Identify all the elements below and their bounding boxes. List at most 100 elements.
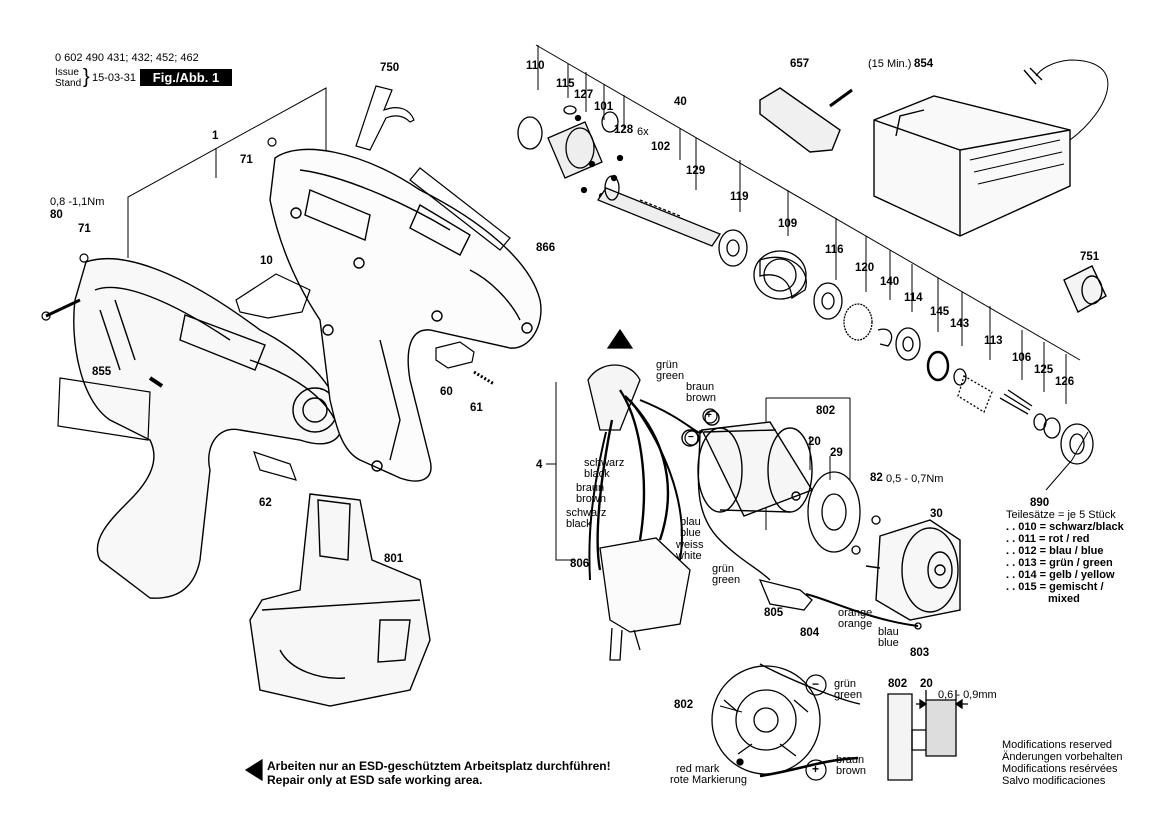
callout-806: 806 xyxy=(570,558,590,570)
battery-801 xyxy=(249,493,431,707)
planetary-30 xyxy=(865,519,961,621)
legend-row-6: . . 015 = gemischt / xyxy=(1006,581,1104,593)
callout-129: 129 xyxy=(686,165,706,177)
callout-805: 805 xyxy=(764,607,784,619)
callout-751: 751 xyxy=(1080,251,1100,263)
motor-end-detail xyxy=(711,663,861,778)
callout-802b: 802 xyxy=(674,699,694,711)
wire-braun-2: braun xyxy=(576,482,605,494)
wire-gruen-3: grün xyxy=(834,678,857,690)
wire-orange-2: orange xyxy=(838,618,873,630)
issue-label: Issue xyxy=(55,67,79,78)
housing-right xyxy=(269,148,542,482)
motor-plate-29 xyxy=(807,471,881,555)
wire-gruen-2: grün xyxy=(712,563,735,575)
torque-80: 0,8 -1,1Nm xyxy=(50,196,105,208)
wire-gruen-1: grün xyxy=(656,359,679,371)
callout-143: 143 xyxy=(950,318,970,330)
callout-106: 106 xyxy=(1012,352,1032,364)
legend-row-4: . . 013 = grün / green xyxy=(1006,557,1113,569)
wire-braun-1: braun xyxy=(686,381,715,393)
label-866 xyxy=(409,167,511,251)
wire-brown-1: brown xyxy=(686,392,716,404)
callout-30: 30 xyxy=(930,508,943,520)
esd-warning-en: Repair only at ESD safe working area. xyxy=(267,773,483,787)
legend-row-1: . . 010 = schwarz/black xyxy=(1006,521,1124,533)
callout-750: 750 xyxy=(380,62,400,74)
callout-71b: 71 xyxy=(78,223,91,235)
modifications-2: Änderungen vorbehalten xyxy=(1002,751,1123,763)
callout-128: 128 xyxy=(614,124,634,136)
callout-1: 1 xyxy=(212,130,219,142)
legend-title: Teilesätze = je 5 Stück xyxy=(1006,509,1116,521)
screws xyxy=(41,137,277,321)
modifications-3: Modifications resérvées xyxy=(1002,763,1118,775)
minus-terminal-1 xyxy=(684,430,700,446)
label-855 xyxy=(57,377,151,441)
callout-890: 890 xyxy=(1030,497,1050,509)
figure-label: Fig./Abb. 1 xyxy=(140,69,232,86)
callout-113: 113 xyxy=(984,335,1003,347)
esd-warning-de: Arbeiten nur an ESD-geschütztem Arbeitsp… xyxy=(267,759,611,773)
callout-60: 60 xyxy=(440,386,453,398)
modifications-1: Modifications reserved xyxy=(1002,739,1113,751)
wire-blue-1: blue xyxy=(680,527,701,539)
callout-4: 4 xyxy=(536,459,543,471)
wire-braun-3: braun xyxy=(836,754,865,766)
wire-blue-2: blue xyxy=(878,637,899,649)
esd-footer-arrow xyxy=(244,758,263,782)
callout-116: 116 xyxy=(825,244,844,256)
callout-71a: 71 xyxy=(240,154,253,166)
callout-854: 854 xyxy=(914,58,934,70)
callout-62: 62 xyxy=(259,497,272,509)
callout-866: 866 xyxy=(536,242,556,254)
callout-80: 80 xyxy=(50,209,63,221)
spring-61 xyxy=(473,370,495,386)
legend-row-7: mixed xyxy=(1048,593,1080,605)
fifteen-min: (15 Min.) xyxy=(868,58,912,70)
callout-20: 20 xyxy=(808,436,821,448)
callout-145: 145 xyxy=(930,306,950,318)
legend-row-5: . . 014 = gelb / yellow xyxy=(1006,569,1115,581)
fan-gap-detail xyxy=(887,690,968,781)
callout-101: 101 xyxy=(594,101,614,113)
wire-schwarz-2: schwarz xyxy=(566,507,607,519)
legend-row-3: . . 012 = blau / blue xyxy=(1006,545,1104,557)
callout-20b: 20 xyxy=(920,678,933,690)
electronics-assembly xyxy=(587,364,922,661)
gap-20: 0,6 - 0,9mm xyxy=(938,689,997,701)
wire-brown-2: brown xyxy=(576,493,606,505)
callout-855: 855 xyxy=(92,366,112,378)
six-x: 6x xyxy=(637,126,649,138)
charger-854 xyxy=(873,59,1109,237)
plus-terminal-2 xyxy=(805,759,827,781)
callout-29: 29 xyxy=(830,447,843,459)
rote-markierung-label: rote Markierung xyxy=(670,774,748,786)
callout-803: 803 xyxy=(910,647,930,659)
wire-white: white xyxy=(676,550,702,562)
stand-label: Stand xyxy=(55,78,82,89)
modifications-4: Salvo modificaciones xyxy=(1002,775,1106,787)
wire-schwarz-1: schwarz xyxy=(584,457,625,469)
callout-119: 119 xyxy=(730,191,749,203)
cover-62 xyxy=(253,451,297,481)
callout-801: 801 xyxy=(384,553,404,565)
part-60 xyxy=(435,341,475,369)
callout-804: 804 xyxy=(800,627,820,639)
part-numbers: 0 602 490 431; 432; 452; 462 xyxy=(55,52,199,64)
callout-657: 657 xyxy=(790,58,810,70)
callout-61: 61 xyxy=(470,402,483,414)
callout-10: 10 xyxy=(260,255,273,267)
callout-110: 110 xyxy=(526,60,545,72)
red-mark-label: red mark xyxy=(676,763,720,775)
wire-blau-1: blau xyxy=(680,516,701,528)
bit-657 xyxy=(759,87,853,153)
gearbox-parts xyxy=(517,105,1094,465)
wire-orange-1: orange xyxy=(838,607,873,619)
callout-102: 102 xyxy=(651,141,671,153)
minus-symbol-2: − xyxy=(812,677,820,691)
callout-140: 140 xyxy=(880,276,900,288)
clip-750 xyxy=(355,85,415,151)
minus-symbol-1: − xyxy=(688,432,694,443)
callout-802: 802 xyxy=(816,405,836,417)
